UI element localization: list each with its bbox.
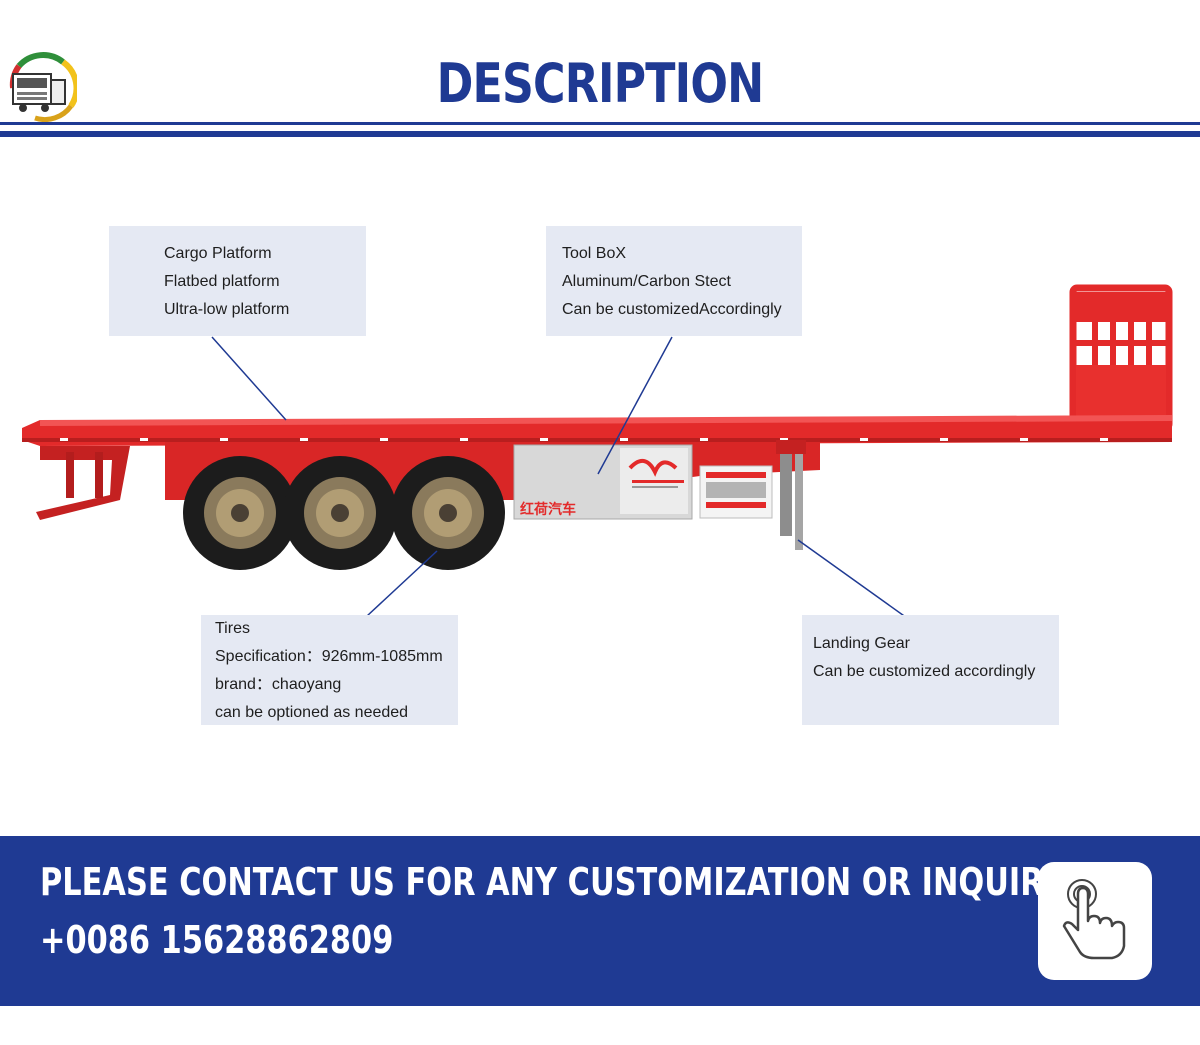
cargo-platform-deck	[22, 415, 1172, 446]
page-title: DESCRIPTION	[436, 52, 765, 115]
callout-line: Ultra-low platform	[164, 301, 290, 318]
tires-leader-line	[366, 550, 438, 617]
header-divider-thick	[0, 131, 1200, 137]
callout-line: Specification：926mm-1085mm	[215, 648, 443, 665]
callout-line: Tool BoX	[562, 245, 627, 262]
rear-headboard	[1069, 284, 1173, 432]
landing-gear-leader-line	[797, 539, 908, 619]
cargo-leader-line	[211, 336, 287, 421]
side-guard	[699, 465, 773, 519]
touch-hand-icon	[1062, 879, 1126, 960]
truck-logo-icon	[5, 48, 80, 123]
tool-box: 红荷汽车	[513, 444, 693, 520]
contact-heading: PLEASE CONTACT US FOR ANY CUSTOMIZATION …	[40, 860, 1098, 904]
callout-line: Can be customized accordingly	[813, 663, 1036, 680]
contact-banner: PLEASE CONTACT US FOR ANY CUSTOMIZATION …	[0, 836, 1200, 1006]
phone-number[interactable]: +0086 15628862809	[40, 918, 394, 962]
callout-line: Tires	[215, 620, 250, 637]
callout-line: Aluminum/Carbon Stect	[562, 273, 731, 290]
tires-callout: Tires Specification：926mm-1085mm brand：c…	[201, 615, 458, 725]
tire-set	[183, 456, 505, 570]
callout-line: Flatbed platform	[164, 273, 280, 290]
callout-line: can be optioned as needed	[215, 704, 409, 721]
contact-button[interactable]	[1038, 862, 1152, 980]
landing-gear	[776, 440, 806, 550]
toolbox-brand-text: 红荷汽车	[520, 501, 576, 518]
cargo-platform-callout: Cargo Platform Flatbed platform Ultra-lo…	[109, 226, 366, 336]
callout-line: brand：chaoyang	[215, 676, 342, 693]
callout-line: Landing Gear	[813, 635, 910, 652]
callout-line: Can be customizedAccordingly	[562, 301, 782, 318]
toolbox-leader-line	[597, 336, 673, 475]
callout-line: Cargo Platform	[164, 245, 272, 262]
landing-gear-callout: Landing Gear Can be customized according…	[802, 615, 1059, 725]
tool-box-callout: Tool BoX Aluminum/Carbon Stect Can be cu…	[546, 226, 802, 336]
header-divider-thin	[0, 122, 1200, 125]
